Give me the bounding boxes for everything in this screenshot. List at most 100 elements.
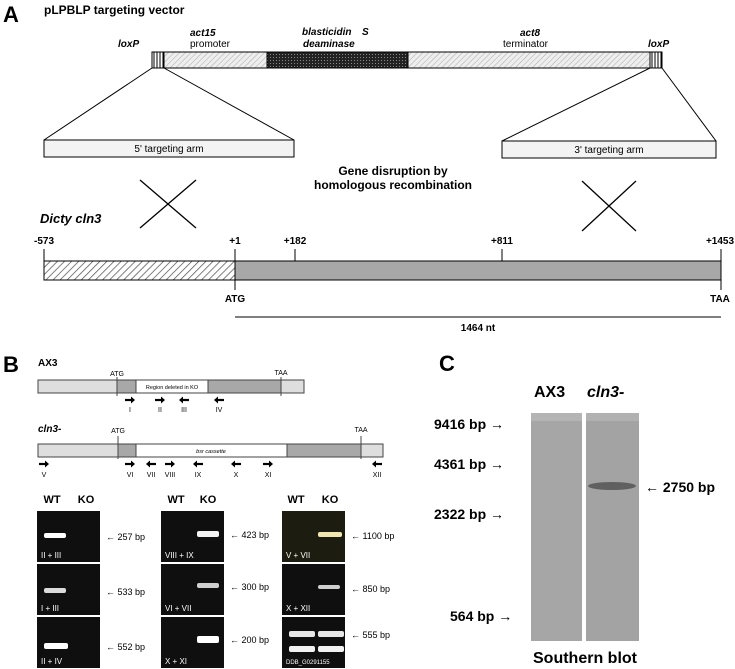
blot-lane-cln3 [586, 413, 639, 641]
ax3-taa: TAA [274, 370, 287, 377]
loxp-left-label: loxP [118, 39, 139, 50]
flare-line-hidden [152, 68, 294, 140]
gel-band [197, 583, 219, 588]
panel-b-letter: B [3, 352, 19, 377]
marker-9416: 9416 bp → [434, 416, 504, 432]
gel-panel: II + III← 257 bp [37, 511, 145, 562]
crossover-right [581, 180, 637, 232]
gel-band [289, 631, 315, 637]
band-2750 [588, 482, 636, 490]
primer-arrow [263, 460, 273, 468]
gel-size-label: ← 423 bp [230, 530, 269, 540]
blot-caption: Southern blot [533, 650, 638, 667]
gel-column-header: KO [78, 494, 95, 506]
recomb-label-2: homologous recombination [314, 178, 472, 192]
gel-column-header: WT [43, 494, 60, 506]
pos-plus-182: +182 [284, 236, 307, 247]
primer-arrow [231, 460, 241, 468]
pos-plus-1: +1 [229, 236, 241, 247]
gel-band [44, 533, 66, 538]
primer-arrow [39, 460, 49, 468]
arm-5-box [43, 139, 295, 158]
gel-primer-label: DDB_G0291155 [286, 660, 330, 666]
gel-size-label: ← 555 bp [351, 630, 390, 640]
band-label: ← 2750 bp [645, 479, 715, 495]
gel-size-label: ← 552 bp [106, 642, 145, 652]
ax3-deleted-region [135, 379, 209, 394]
primer-label: III [181, 407, 187, 414]
arm-3-box [501, 140, 717, 159]
gel-panel: DDB_G0291155 ← 555 bp [282, 617, 390, 668]
act15-label: act15 [190, 28, 216, 39]
pos-plus-811: +811 [491, 236, 513, 247]
ko-label: cln3- [38, 424, 62, 435]
gel-primer-label: II + IV [41, 657, 63, 666]
taa-label: TAA [710, 294, 730, 305]
loxp-right-label: loxP [648, 39, 669, 50]
southern-blot [531, 413, 639, 641]
gel-size-label: ← 1100 bp [351, 531, 394, 541]
gel-panel: VIII + IX ← 423 bp [161, 511, 269, 562]
gel-background [282, 617, 345, 668]
primer-label: XI [265, 472, 272, 479]
primer-label: VI [127, 472, 134, 479]
gel-size-label: ← 200 bp [230, 635, 269, 645]
flare-line [163, 67, 295, 141]
gel-background [161, 564, 224, 615]
loxp-right-box [649, 51, 663, 69]
arm-3-label: 3' targeting arm [574, 145, 643, 156]
panel-c-letter: C [439, 351, 455, 376]
gel-panel: X + XII ← 850 bp [282, 564, 390, 615]
terminator-label: terminator [503, 39, 549, 50]
promoter-label: promoter [190, 39, 231, 50]
bsd-label-2: deaminase [303, 39, 355, 50]
primer-label: V [42, 472, 47, 479]
primer-arrow [125, 396, 135, 404]
gene-label: Dicty cln3 [40, 211, 102, 226]
primer-label: IX [195, 472, 202, 479]
gel-band [44, 588, 66, 593]
primer-arrow [372, 460, 382, 468]
gel-column-header: KO [200, 494, 217, 506]
primer-label: XII [373, 472, 382, 479]
primer-arrow [179, 396, 189, 404]
gel-primer-label: VIII + IX [165, 551, 194, 560]
gel-column-header: WT [287, 494, 304, 506]
primer-arrow [165, 460, 175, 468]
gel-band [197, 531, 219, 537]
primer-arrow [193, 460, 203, 468]
lane-ax3-label: AX3 [534, 384, 565, 401]
vector-bar [151, 51, 663, 69]
primer-arrow [214, 396, 224, 404]
panel-a-letter: A [3, 2, 19, 27]
gel-primer-label: X + XII [286, 604, 310, 613]
marker-4361: 4361 bp → [434, 456, 504, 472]
flare-line [501, 67, 651, 142]
loxp-left-box [151, 51, 165, 69]
ko-atg: ATG [111, 428, 125, 435]
gel-column-header: KO [322, 494, 339, 506]
deleted-label: Region deleted in KO [146, 385, 199, 391]
primer-label: VIII [165, 472, 176, 479]
gel-size-label: ← 533 bp [106, 587, 145, 597]
promoter-region-box [43, 260, 236, 281]
crossover-left [139, 179, 197, 229]
act15-promoter-box [163, 51, 268, 69]
gel-band [44, 643, 68, 649]
primer-label: I [129, 407, 131, 414]
bsr-cassette-box [135, 443, 288, 458]
pos-plus-1453: +1453 [706, 236, 735, 247]
gel-size-label: ← 850 bp [351, 584, 390, 594]
vector-title: pLPBLP targeting vector [44, 3, 185, 17]
gel-primer-label: I + III [41, 604, 59, 613]
blot-lane-top [586, 413, 639, 421]
gel-band [318, 646, 344, 652]
gel-primer-label: VI + VII [165, 604, 191, 613]
gel-band [318, 532, 342, 537]
blot-lane-ax3 [531, 413, 582, 641]
ax3-atg: ATG [110, 371, 124, 378]
act8-terminator-box [407, 51, 651, 69]
